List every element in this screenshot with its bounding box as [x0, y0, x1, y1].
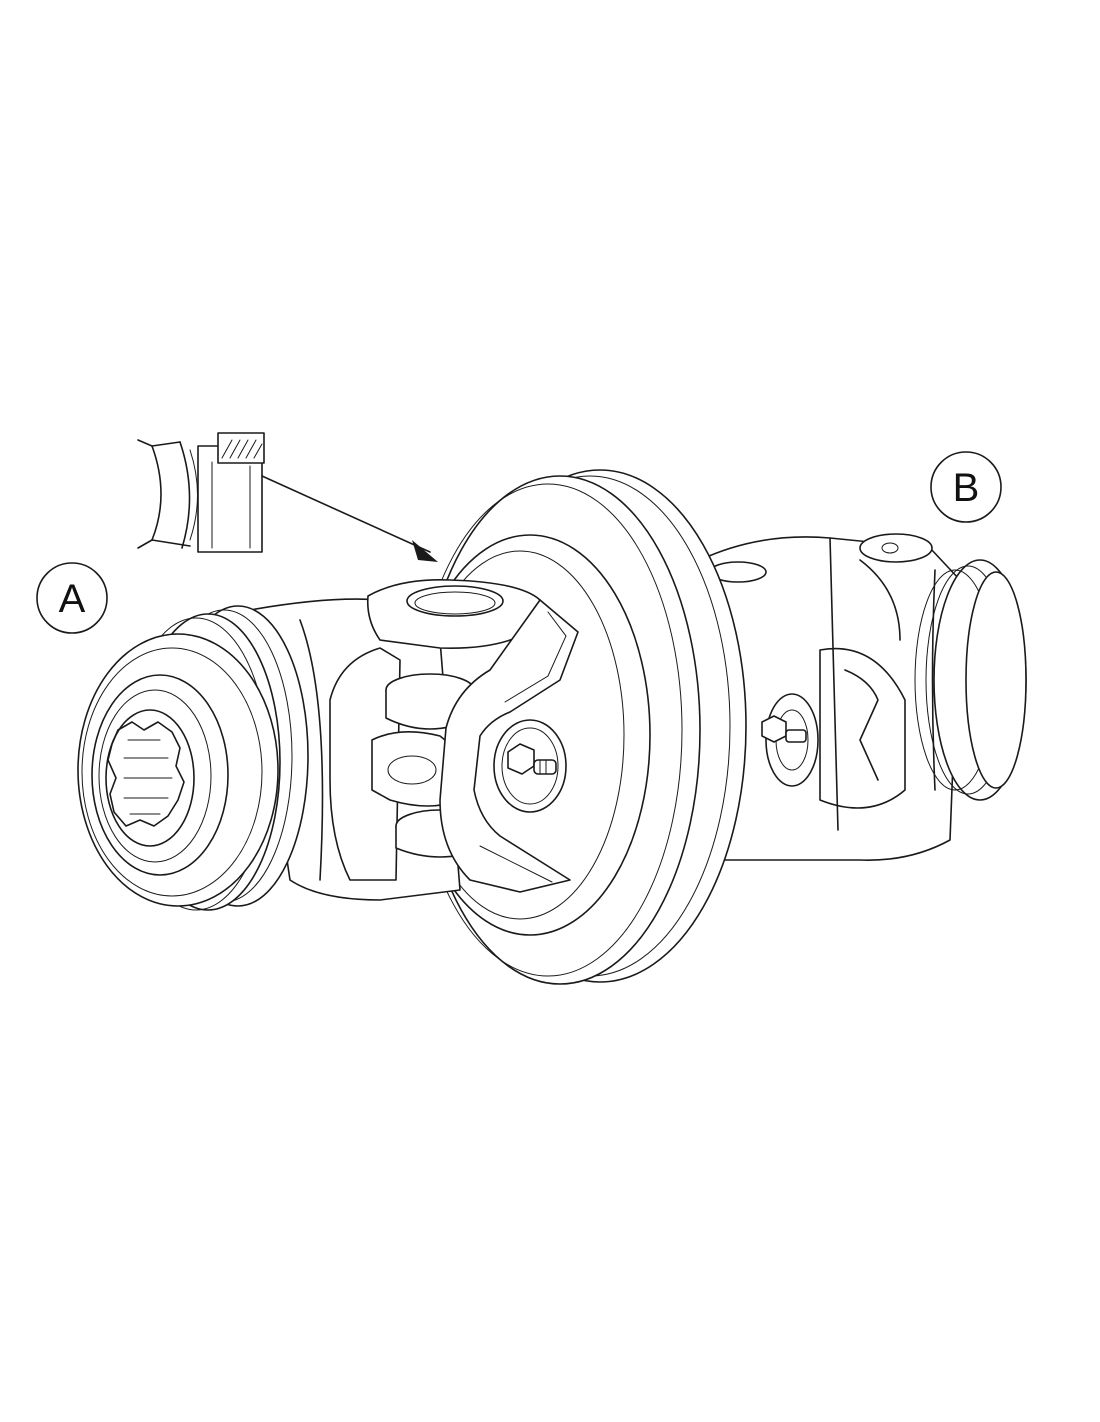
link-plate: [439, 599, 579, 893]
grease-fitting-a: [493, 719, 567, 813]
hatch-area: [221, 439, 263, 459]
callout-b: B: [930, 451, 1002, 523]
leader-arrowhead: [412, 540, 438, 562]
yoke-a: [249, 579, 541, 901]
splined-bore: [105, 709, 195, 847]
callout-b-label: B: [953, 466, 980, 510]
yoke-b: [699, 533, 961, 861]
detail-leader: [261, 475, 438, 562]
collar-b: [914, 559, 1027, 801]
callout-a-label: A: [59, 577, 86, 621]
detail-inset-section: [137, 432, 265, 553]
callout-a: A: [36, 562, 108, 634]
